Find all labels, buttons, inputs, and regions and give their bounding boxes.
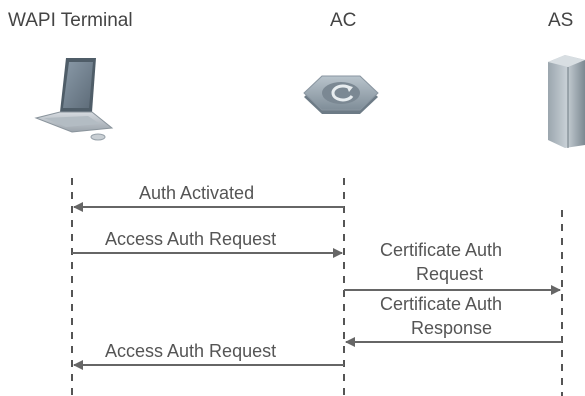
message-label-certificate-auth-response-line2: Response <box>411 318 493 338</box>
entity-label-terminal: WAPI Terminal <box>8 10 133 31</box>
server-icon <box>548 55 585 148</box>
message-label-certificate-auth-request-line1: Certificate Auth <box>380 240 503 260</box>
entity-label-as: AS <box>548 10 574 31</box>
message-label-auth-activated: Auth Activated <box>139 183 255 203</box>
access-controller-icon <box>303 75 379 114</box>
message-label-certificate-auth-request-line2: Request <box>416 264 484 284</box>
entity-label-ac: AC <box>330 10 357 31</box>
message-label-certificate-auth-response-line1: Certificate Auth <box>380 294 503 314</box>
message-label-access-auth-request: Access Auth Request <box>105 229 277 249</box>
message-label-access-auth-request-return: Access Auth Request <box>105 341 277 361</box>
laptop-icon <box>34 58 114 141</box>
